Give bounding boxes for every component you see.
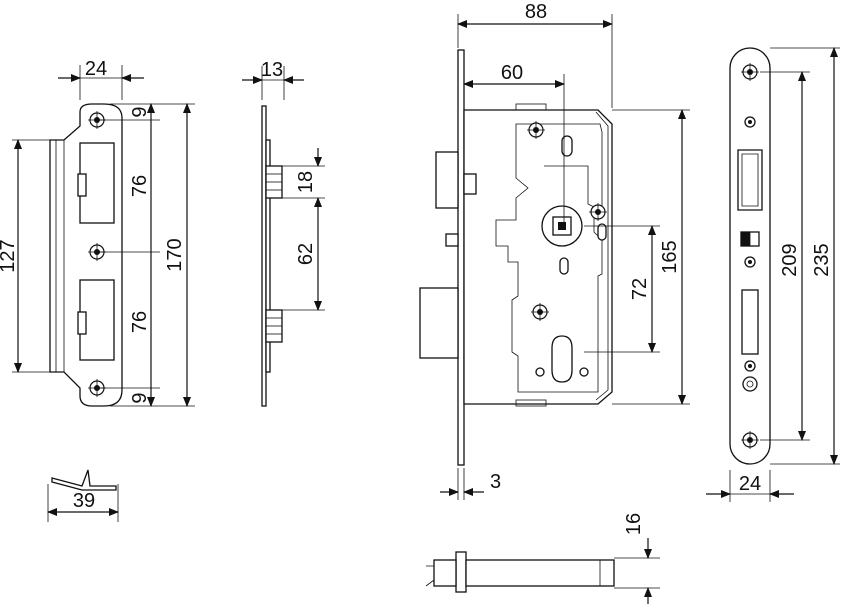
dim-striker-upper-opening: 76 xyxy=(129,175,151,197)
faceplate-front: 24 209 235 xyxy=(706,47,840,502)
striker-bottom-view: 39 xyxy=(47,469,119,522)
dim-lock-case-height: 165 xyxy=(659,240,681,273)
dim-latch-height: 16 xyxy=(623,513,645,535)
dim-faceplate-inner: 209 xyxy=(779,243,801,276)
dim-side-depth: 13 xyxy=(261,59,283,81)
dim-striker-inner-height: 127 xyxy=(0,239,19,272)
dim-striker-lower-opening: 76 xyxy=(129,311,151,333)
dim-lock-faceplate: 3 xyxy=(490,471,501,493)
striker-side-view: 13 18 62 xyxy=(242,59,325,407)
striker-plate-front xyxy=(49,103,123,407)
dim-striker-return: 39 xyxy=(73,490,95,512)
latch-bolt xyxy=(435,151,459,209)
striker-dimensions: 24 9 76 76 9 170 127 xyxy=(0,58,195,407)
dim-faceplate-total: 235 xyxy=(811,243,833,276)
dim-lock-spindle-cylinder: 72 xyxy=(629,278,651,300)
dim-striker-total-height: 170 xyxy=(164,238,186,271)
dim-lock-backset: 60 xyxy=(501,62,523,84)
dim-faceplate-width: 24 xyxy=(739,473,761,495)
dim-lock-backset-total: 88 xyxy=(525,1,547,23)
lock-case xyxy=(463,109,613,405)
lock-dimensions: 88 60 3 72 165 xyxy=(440,1,690,500)
faceplate-outline xyxy=(729,47,771,465)
dim-side-spacing: 62 xyxy=(295,243,317,265)
lock-faceplate-edge xyxy=(457,49,465,466)
mortise-lock-body xyxy=(419,49,613,466)
dead-bolt xyxy=(419,287,459,359)
dim-striker-top-offset: 9 xyxy=(129,106,151,117)
striker-lower-opening xyxy=(79,279,115,361)
dim-striker-width: 24 xyxy=(85,58,107,80)
dim-side-slot: 18 xyxy=(295,171,317,193)
dim-striker-bottom-offset: 9 xyxy=(129,392,151,403)
latch-bottom-view: 16 xyxy=(425,513,660,604)
cylinder-cutout xyxy=(551,335,573,383)
